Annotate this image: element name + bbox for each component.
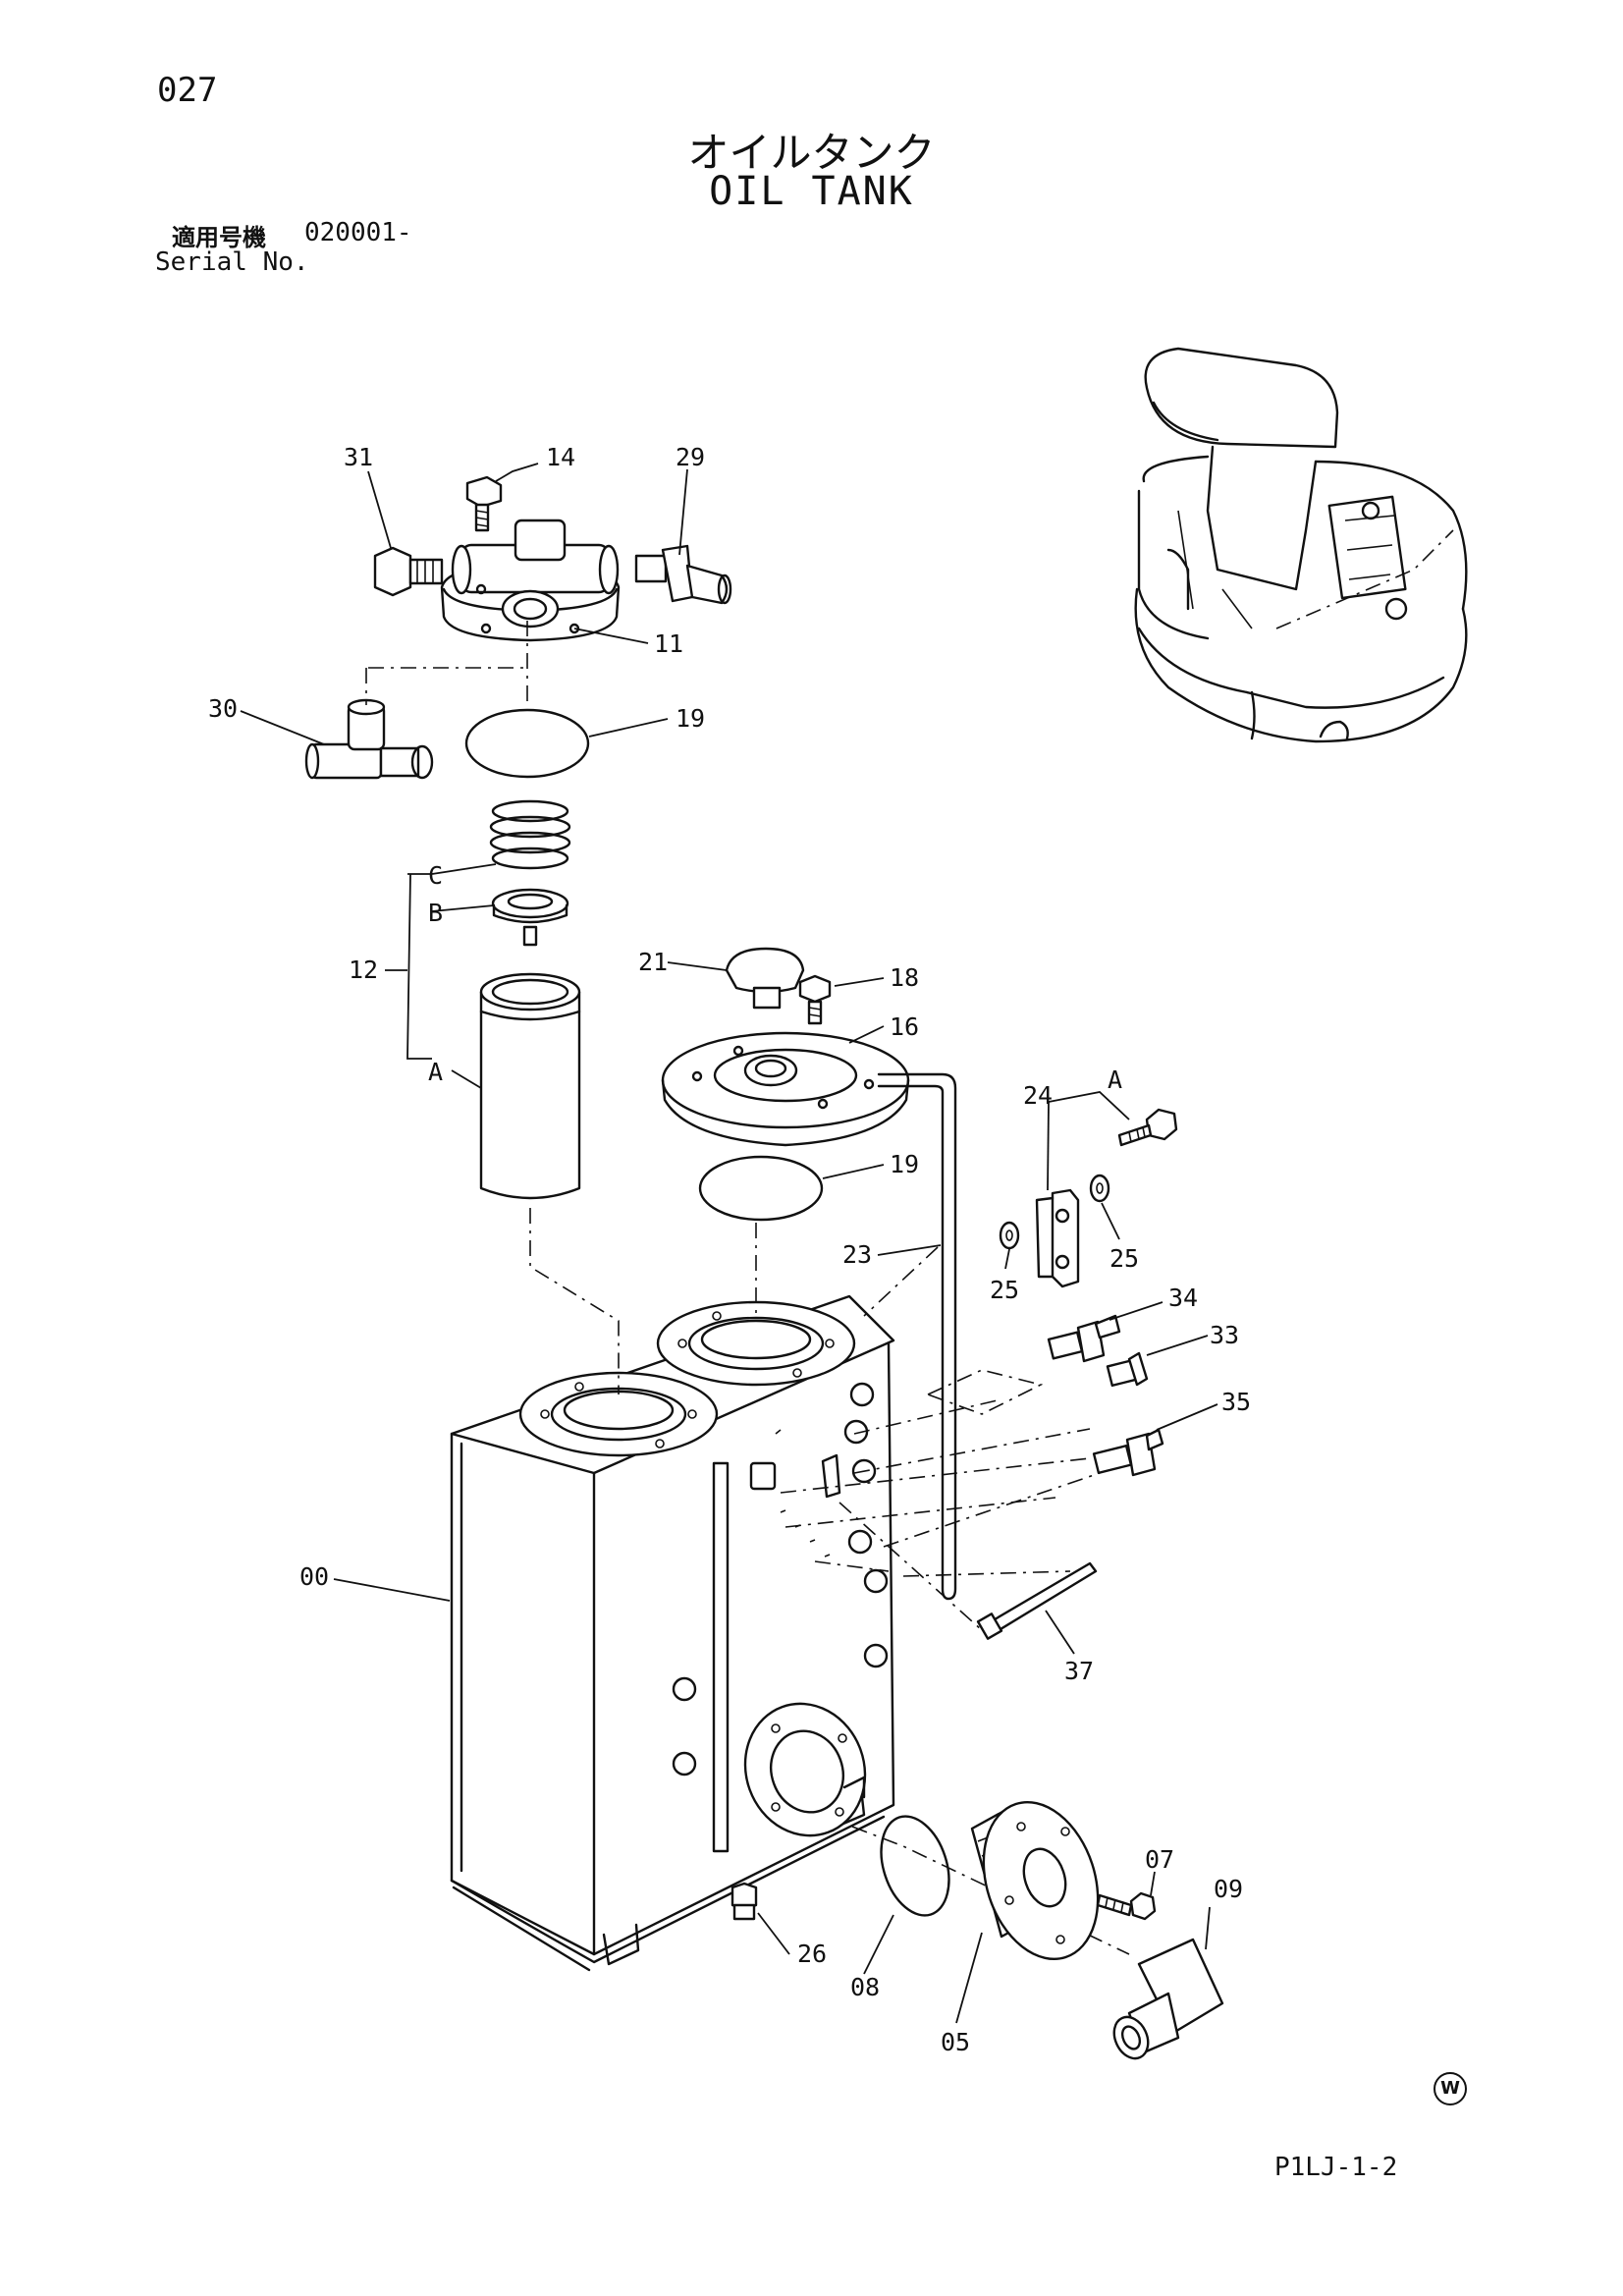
callout-07: 07 [1145, 1845, 1174, 1874]
cable-tie-37 [976, 1561, 1098, 1640]
o-ring-19-upper [464, 708, 590, 779]
page-number: 027 [157, 71, 218, 110]
callout-19-lower: 19 [890, 1150, 919, 1178]
elbow-fitting-29 [634, 544, 732, 605]
callout-labels: 31 14 29 11 30 19 C B 12 A 21 18 16 19 2… [208, 443, 1251, 2056]
page-code: P1LJ-1-2 [1274, 2153, 1398, 2182]
spring-c [489, 799, 571, 870]
callout-29: 29 [676, 443, 705, 471]
bolt-07 [1096, 1891, 1157, 1921]
tee-fitting-30 [304, 698, 434, 780]
callout-leader-lines [240, 463, 1218, 2024]
connector-33 [1106, 1351, 1149, 1388]
breather-cap-21 [725, 947, 805, 1010]
elbow-fitting-34 [1047, 1314, 1121, 1363]
bolt-a [1117, 1108, 1178, 1147]
cover-plate-16 [661, 1031, 910, 1147]
callout-a-bolt: A [1108, 1066, 1122, 1094]
callout-14: 14 [546, 443, 575, 471]
callout-a: A [428, 1058, 443, 1086]
callout-34: 34 [1168, 1284, 1198, 1312]
callout-24: 24 [1023, 1081, 1053, 1110]
plug-31 [373, 546, 444, 597]
callout-18: 18 [890, 963, 919, 992]
serial-label: Serial No. [155, 247, 309, 277]
callout-25-left: 25 [990, 1276, 1019, 1304]
callout-30: 30 [208, 694, 238, 723]
callout-05: 05 [941, 2028, 970, 2056]
callout-26: 26 [797, 1940, 827, 1968]
serial-number-value: 020001- [304, 218, 412, 247]
elbow-fitting-35 [1092, 1428, 1164, 1477]
filter-head-11 [440, 519, 621, 642]
callout-31: 31 [344, 443, 373, 471]
callout-37: 37 [1064, 1657, 1094, 1685]
callout-21: 21 [638, 948, 668, 976]
callout-b: B [428, 899, 443, 927]
callout-09: 09 [1214, 1875, 1243, 1903]
callout-35: 35 [1221, 1388, 1251, 1416]
page-title-japanese: オイルタンク [687, 129, 936, 177]
suction-flange-05 [970, 1800, 1100, 1961]
o-ring-19-lower [698, 1155, 824, 1222]
page-title: OIL TANK [709, 169, 914, 214]
bolt-18 [798, 974, 832, 1025]
level-pipe-23 [877, 1072, 957, 1601]
bracket-24 [1035, 1188, 1080, 1288]
callout-33: 33 [1210, 1321, 1239, 1349]
filter-element-a [479, 972, 581, 1200]
machine-overview-illustration [1134, 347, 1468, 743]
bolt-14 [465, 475, 503, 532]
washer-25 [999, 1174, 1110, 1250]
callout-16: 16 [890, 1012, 919, 1041]
callout-c: C [428, 861, 443, 890]
valve-b [491, 888, 569, 947]
callout-00: 00 [299, 1562, 329, 1591]
callout-19-upper: 19 [676, 704, 705, 733]
callout-12: 12 [349, 956, 378, 984]
callout-25-right: 25 [1109, 1244, 1139, 1273]
assembly-reference-lines [365, 621, 1130, 1955]
callout-11: 11 [654, 629, 683, 658]
watermark-symbol: W [1434, 2072, 1467, 2105]
serial-label-japanese: 適用号機 [172, 224, 266, 251]
hydraulic-tank-00 [450, 1294, 895, 1972]
callout-23: 23 [842, 1240, 872, 1269]
o-ring-08 [880, 1815, 950, 1917]
drain-plug-26 [730, 1882, 758, 1921]
elbow-fitting-09 [1112, 1938, 1224, 2060]
callout-08: 08 [850, 1973, 880, 2001]
